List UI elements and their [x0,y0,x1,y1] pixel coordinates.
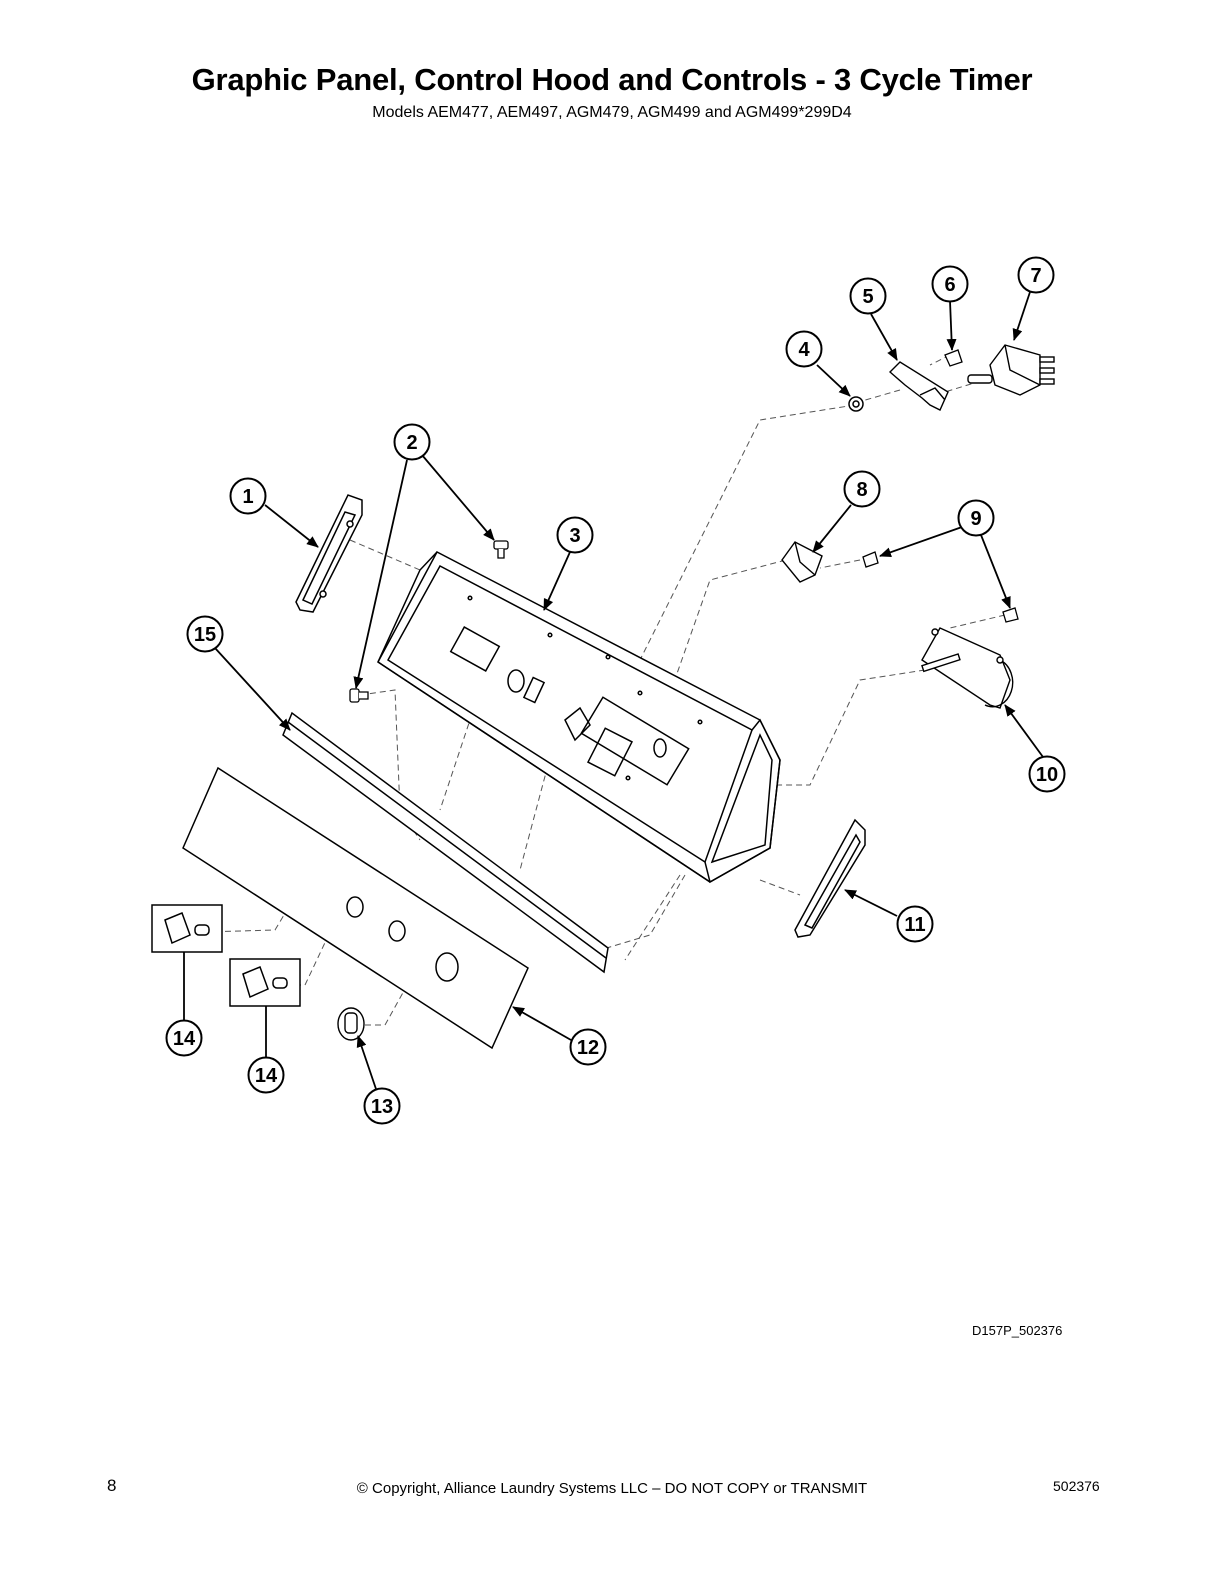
part-12-graphic-panel [182,766,529,1050]
part-10-timer [921,627,1014,709]
svg-text:5: 5 [862,286,873,308]
part-5-bracket [888,361,949,411]
callout-4: 4 [785,330,823,368]
callout-6: 6 [931,265,969,303]
svg-text:11: 11 [904,914,925,936]
svg-text:4: 4 [798,339,810,361]
part-9-screws [862,551,1019,623]
svg-text:3: 3 [569,525,580,547]
part-13-knob [337,1007,365,1041]
leader-lines [183,291,1044,1090]
callout-5: 5 [849,277,887,315]
svg-text:8: 8 [856,479,867,501]
callout-10: 10 [1028,755,1066,793]
svg-text:15: 15 [194,624,216,646]
callout-15: 15 [186,615,224,653]
document-number: 502376 [1053,1478,1100,1494]
part-14-selector-knob-b [229,958,301,1007]
part-11-right-end-cap [794,818,866,938]
part-3-control-hood [377,550,781,884]
svg-text:10: 10 [1036,764,1058,786]
part-2-screws [349,540,509,703]
callout-13: 13 [363,1087,401,1125]
svg-text:14: 14 [173,1028,196,1050]
svg-text:2: 2 [406,432,417,454]
part-14-selector-knob-a [151,904,223,953]
part-7-switch [967,344,1055,396]
callout-14-a: 14 [165,1019,203,1057]
svg-text:13: 13 [371,1096,393,1118]
callout-12: 12 [569,1028,607,1066]
svg-text:9: 9 [970,508,981,530]
svg-text:6: 6 [944,274,955,296]
part-8-bracket [781,541,823,583]
diagram-reference-code: D157P_502376 [972,1323,1063,1338]
svg-text:14: 14 [255,1065,278,1087]
page-subtitle: Models AEM477, AEM497, AGM479, AGM499 an… [372,104,852,121]
copyright-notice: © Copyright, Alliance Laundry Systems LL… [356,1480,868,1497]
part-4-nut [848,396,864,412]
part-1-left-end-cap [295,494,363,613]
callout-3: 3 [556,516,594,554]
callout-8: 8 [843,470,881,508]
callout-14-b: 14 [247,1056,285,1094]
callout-9: 9 [957,499,995,537]
page-number: 8 [107,1476,117,1495]
callout-2: 2 [393,423,431,461]
page-title: Graphic Panel, Control Hood and Controls… [191,62,1033,97]
svg-text:12: 12 [577,1037,599,1059]
part-6-screw [944,349,963,367]
callout-7: 7 [1017,256,1055,294]
callout-1: 1 [229,477,267,515]
svg-text:1: 1 [242,486,253,508]
callout-11: 11 [896,905,934,943]
svg-text:7: 7 [1030,265,1041,287]
